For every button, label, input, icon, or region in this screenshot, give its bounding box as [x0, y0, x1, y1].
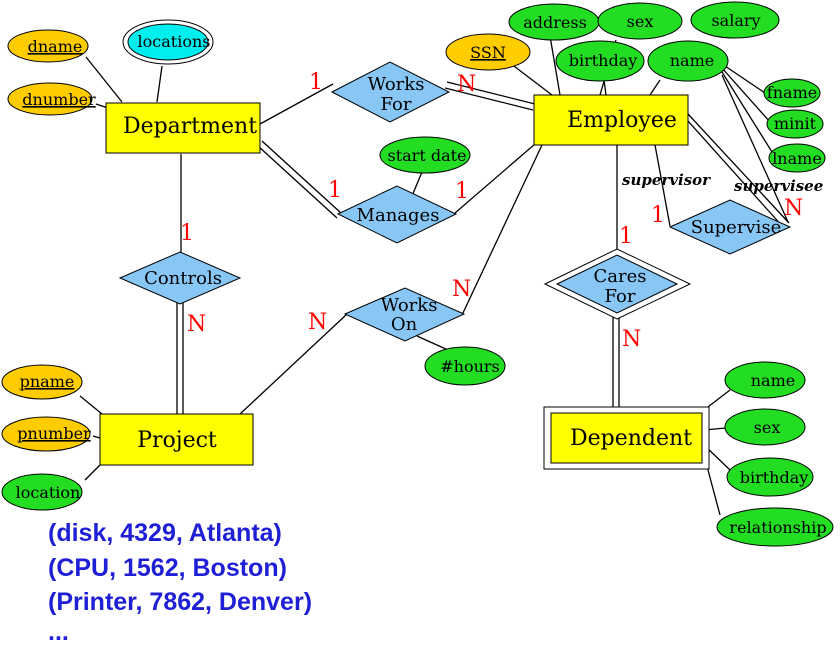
attr-pnumber-label: pnumber — [17, 424, 91, 443]
attr-birthday-label: birthday — [569, 51, 638, 70]
attr-dep-birthday-label: birthday — [740, 468, 809, 487]
card-controls-proj: N — [187, 312, 206, 337]
employee-attributes: address sex salary SSN birthday name fna… — [445, 1, 826, 173]
attr-lname-label: lname — [772, 149, 822, 168]
attr-start-date-label: start date — [387, 146, 466, 165]
rel-supervise-label: Supervise — [691, 217, 782, 238]
card-cares-for-dep: N — [622, 327, 641, 352]
department-attributes: dname dnumber locations — [7, 19, 214, 116]
rel-manages-shape — [336, 185, 458, 244]
rel-cares-for-shape — [555, 254, 679, 314]
rel-controls-label: Controls — [144, 268, 222, 289]
entity-department-shape — [105, 102, 261, 154]
attr-start-date-shape — [379, 136, 471, 174]
attr-hours-shape — [424, 346, 506, 386]
attr-lname-shape — [768, 143, 826, 173]
attr-fname-label: fname — [767, 83, 817, 102]
card-works-on-emp: N — [452, 277, 471, 302]
attr-ssn-shape — [445, 33, 531, 71]
rel-works-for-label-2: For — [381, 94, 412, 115]
card-manages-emp: 1 — [455, 179, 469, 204]
dependent-attributes: name sex birthday relationship — [716, 361, 834, 547]
relationships: Works For Manages Controls Works On Supe… — [118, 61, 792, 342]
rel-works-for-label-1: Works — [368, 74, 425, 95]
rel-manages-label: Manages — [357, 205, 440, 226]
attr-dnumber-shape — [7, 82, 93, 116]
attr-locations-label: locations — [138, 32, 211, 51]
attr-dnumber-label: dnumber — [22, 90, 96, 109]
entity-project-shape — [99, 413, 254, 466]
entity-dependent-shape — [550, 412, 703, 464]
attr-location-shape — [1, 473, 83, 511]
entity-project-label: Project — [137, 428, 217, 453]
attr-dep-birthday-shape — [726, 457, 814, 497]
attr-minit-label: minit — [774, 114, 817, 133]
attr-dep-sex-shape — [724, 408, 806, 446]
attr-fname-shape — [763, 78, 821, 108]
card-works-for-emp: N — [457, 72, 476, 97]
entity-employee-shape — [533, 94, 689, 146]
roles: supervisor supervisee — [622, 171, 823, 195]
example-tuple-2: (CPU, 1562, Boston) — [48, 554, 287, 582]
card-works-on-proj: N — [308, 310, 327, 335]
attr-hours-label: #hours — [440, 357, 500, 376]
attr-minit-shape — [766, 109, 824, 139]
card-supervise-supervisee: N — [784, 196, 803, 221]
attr-dep-sex-label: sex — [754, 418, 781, 437]
attr-address-label: address — [523, 13, 587, 32]
project-attributes: pname pnumber location — [1, 364, 91, 511]
attr-location-label: location — [16, 483, 81, 502]
attr-dname-label: dname — [28, 37, 83, 56]
entity-employee-label: Employee — [567, 108, 677, 133]
attr-locations-shape — [127, 23, 209, 61]
rel-works-on-label-1: Works — [381, 295, 438, 316]
example-tuple-3: (Printer, 7862, Denver) — [48, 588, 312, 616]
cardinalities: 1 N 1 1 1 N N N 1 N 1 N — [180, 70, 803, 352]
rel-works-for-shape — [330, 61, 451, 123]
attr-name-label: name — [670, 51, 714, 70]
attr-ssn-label: SSN — [470, 43, 506, 62]
attr-name-shape — [647, 40, 729, 82]
example-tuple-ellipsis: ... — [48, 618, 69, 645]
card-cares-for-emp: 1 — [619, 224, 633, 249]
card-supervise-supervisor: 1 — [651, 203, 665, 228]
rel-works-on-label-2: On — [391, 314, 418, 335]
attr-pnumber-shape — [1, 416, 91, 452]
attr-sex-label: sex — [627, 12, 654, 31]
role-supervisor: supervisor — [622, 171, 711, 189]
entities: Department Employee Project Dependent — [99, 94, 710, 470]
project-example-tuples: (disk, 4329, Atlanta) (CPU, 1562, Boston… — [48, 519, 312, 645]
rel-cares-for-label-2: For — [605, 286, 636, 307]
relationship-attributes: start date #hours — [379, 136, 506, 386]
attr-sex-shape — [597, 2, 683, 40]
attr-dep-name-label: name — [751, 371, 795, 390]
card-works-for-dept: 1 — [309, 70, 323, 95]
attr-birthday-shape — [555, 40, 645, 82]
role-supervisee: supervisee — [734, 177, 823, 195]
attr-salary-shape — [690, 1, 780, 39]
attr-pname-label: pname — [20, 372, 75, 391]
example-tuple-1: (disk, 4329, Atlanta) — [48, 519, 282, 547]
rel-cares-for-label-1: Cares — [594, 266, 647, 287]
connectors — [79, 35, 790, 516]
attr-dep-relationship-label: relationship — [729, 518, 826, 537]
card-manages-dept: 1 — [328, 178, 342, 203]
entity-dependent-label: Dependent — [570, 426, 692, 451]
attr-dep-relationship-shape — [716, 507, 834, 547]
attr-salary-label: salary — [711, 11, 760, 30]
rel-controls-shape — [118, 251, 242, 305]
card-controls-dept: 1 — [180, 221, 194, 246]
attr-dname-shape — [7, 29, 89, 63]
attr-dep-name-shape — [724, 361, 806, 399]
rel-works-on-shape — [343, 287, 466, 342]
rel-supervise-shape — [668, 199, 792, 255]
attr-pname-shape — [1, 364, 83, 400]
entity-department-label: Department — [123, 114, 257, 139]
